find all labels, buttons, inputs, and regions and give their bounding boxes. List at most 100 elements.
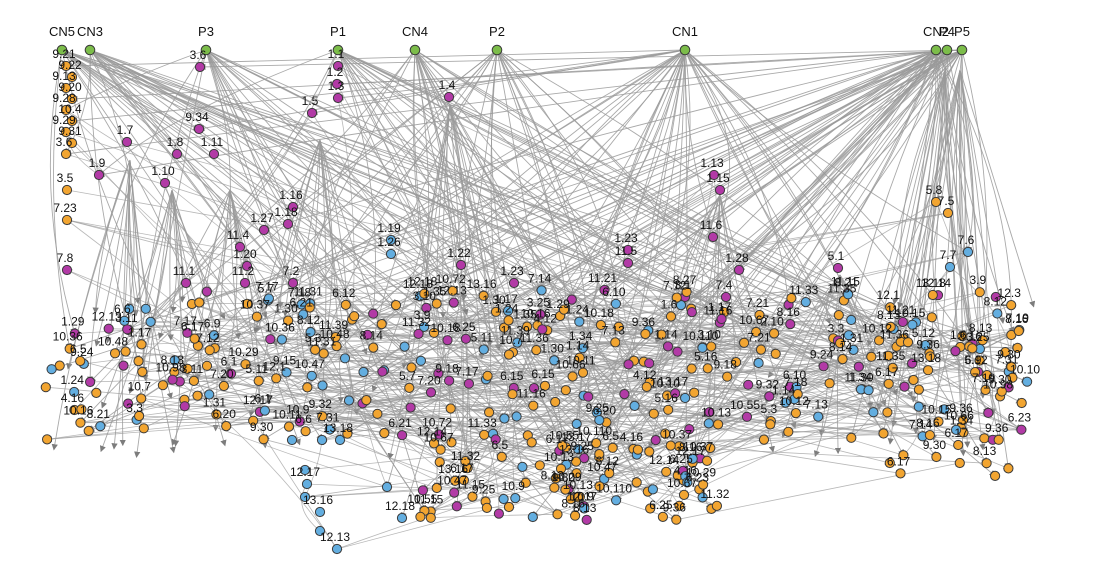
node-label: 10.7 bbox=[128, 380, 152, 394]
edge-466 bbox=[329, 356, 581, 430]
graph-node bbox=[91, 387, 102, 398]
graph-node bbox=[607, 442, 618, 453]
node-label: 9.21 bbox=[52, 47, 76, 61]
edge-643 bbox=[501, 453, 600, 460]
graph-node bbox=[419, 321, 430, 332]
edge-237 bbox=[932, 49, 963, 429]
node-label: 10.13 bbox=[544, 450, 574, 464]
graph-node bbox=[316, 434, 328, 446]
node-label: 12.13 bbox=[437, 284, 467, 298]
graph-node bbox=[343, 395, 355, 406]
graph-node bbox=[508, 277, 520, 289]
graph-node bbox=[846, 314, 857, 326]
root-node-cn2 bbox=[930, 44, 942, 56]
graph-node bbox=[306, 370, 317, 381]
graph-node bbox=[479, 429, 490, 440]
edge-631 bbox=[304, 469, 667, 498]
graph-node bbox=[741, 411, 753, 422]
edge-163 bbox=[87, 49, 686, 432]
edge-732 bbox=[769, 386, 862, 397]
edge-185 bbox=[198, 49, 937, 304]
node-label: 3.6 bbox=[190, 48, 207, 62]
node-label: 10.55 bbox=[730, 398, 760, 412]
node-label: 8.16 bbox=[916, 416, 940, 430]
node-label: 7.31 bbox=[995, 353, 1019, 367]
graph-node bbox=[399, 341, 410, 352]
graph-node bbox=[259, 405, 270, 416]
node-label: 10.110 bbox=[576, 424, 612, 438]
root-node-p2 bbox=[491, 44, 503, 56]
node-label: 11.15 bbox=[831, 275, 860, 289]
root-label: CN5 bbox=[49, 24, 75, 39]
node-label: 1.34 bbox=[849, 370, 873, 384]
node-label: 7.6 bbox=[958, 233, 975, 247]
graph-node bbox=[498, 493, 509, 505]
edge-564 bbox=[430, 511, 559, 519]
graph-node bbox=[1006, 361, 1017, 372]
root-node-cn4 bbox=[409, 44, 421, 56]
graph-node bbox=[503, 349, 515, 360]
graph-node bbox=[419, 288, 430, 299]
edge-139 bbox=[311, 49, 686, 116]
node-label: 1.13 bbox=[700, 156, 724, 170]
graph-node bbox=[567, 371, 578, 382]
edge-9 bbox=[61, 49, 323, 441]
node-label: 1.16 bbox=[279, 188, 303, 202]
edge-689 bbox=[304, 433, 666, 473]
graph-node bbox=[263, 293, 274, 304]
node-label: 10.48 bbox=[98, 334, 128, 348]
node-label: 7.18 bbox=[288, 286, 312, 300]
node-label: 10.9 bbox=[502, 479, 526, 493]
node-label: 1.26 bbox=[377, 235, 401, 249]
node-label: 9.28 bbox=[52, 91, 76, 105]
graph-node bbox=[385, 234, 397, 246]
node-label: 9.32 bbox=[309, 397, 333, 411]
root-node-cn1 bbox=[679, 44, 691, 56]
edge-261 bbox=[51, 159, 131, 451]
graph-node bbox=[885, 302, 896, 313]
edge-304 bbox=[319, 139, 352, 335]
graph-node bbox=[720, 291, 732, 303]
graph-node bbox=[843, 330, 854, 341]
graph-node bbox=[974, 355, 985, 366]
graph-node bbox=[979, 433, 990, 444]
graph-node bbox=[993, 434, 1004, 445]
node-label: 9.18 bbox=[714, 358, 738, 372]
root-label: CN3 bbox=[77, 24, 103, 39]
edge-223 bbox=[578, 49, 948, 323]
graph-node bbox=[258, 224, 270, 236]
edge-244 bbox=[299, 49, 963, 423]
edge-477 bbox=[74, 112, 313, 411]
node-label: 1.14 bbox=[772, 384, 796, 398]
edge-82 bbox=[337, 49, 825, 367]
edge-682 bbox=[632, 174, 715, 450]
graph-node bbox=[703, 418, 714, 429]
node-label: 6.15 bbox=[531, 367, 555, 381]
node-label: 6.17 bbox=[875, 365, 899, 379]
graph-node bbox=[560, 385, 571, 396]
edge-34 bbox=[89, 49, 454, 292]
graph-node bbox=[451, 501, 462, 512]
graph-node bbox=[714, 184, 726, 196]
edge-296 bbox=[319, 139, 383, 332]
node-label: 10.16 bbox=[520, 306, 550, 320]
node-label: 10.11 bbox=[272, 408, 301, 422]
graph-node bbox=[314, 506, 326, 518]
node-label: 5.7 bbox=[258, 281, 275, 295]
graph-node bbox=[895, 468, 906, 479]
node-label: 6.5 bbox=[602, 429, 619, 443]
node-label: 7.21 bbox=[747, 331, 771, 345]
node-label: 12.1 bbox=[877, 288, 901, 302]
graph-node bbox=[853, 361, 864, 372]
graph-node bbox=[558, 304, 570, 315]
graph-node bbox=[120, 346, 131, 357]
edge-238 bbox=[692, 49, 963, 460]
node-label: 10.15 bbox=[921, 403, 951, 417]
graph-node bbox=[301, 478, 313, 490]
graph-node bbox=[645, 503, 656, 514]
edge-719 bbox=[66, 218, 819, 417]
node-label: 11.31 bbox=[294, 285, 323, 299]
graph-node bbox=[331, 341, 342, 352]
node-label: 11.32 bbox=[402, 315, 431, 329]
node-label: 8.13 bbox=[969, 321, 993, 335]
